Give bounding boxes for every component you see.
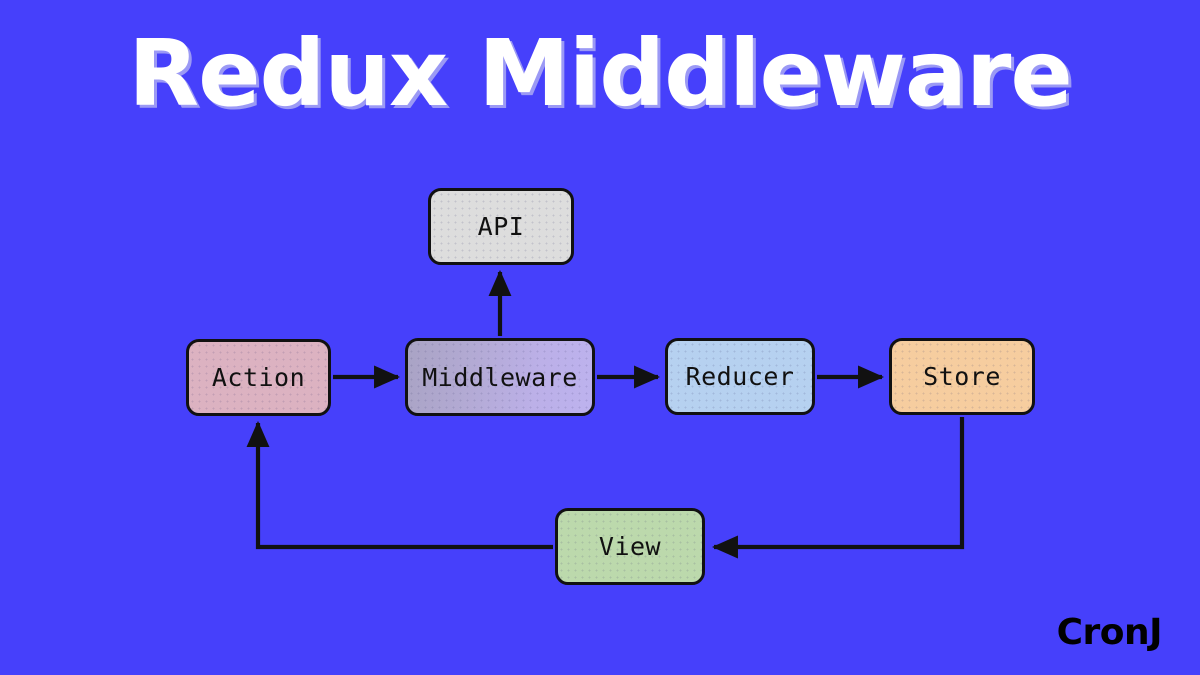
node-action[interactable]: Action <box>186 339 331 416</box>
node-api[interactable]: API <box>428 188 574 265</box>
node-middleware[interactable]: Middleware <box>405 338 595 416</box>
node-api-label: API <box>477 212 525 241</box>
node-view-label: View <box>598 532 662 561</box>
node-reducer-label: Reducer <box>685 362 795 391</box>
brand-logo: CronJ <box>1056 612 1163 653</box>
node-view[interactable]: View <box>555 508 705 585</box>
node-action-label: Action <box>211 363 306 392</box>
edge-view-to-action <box>246 420 553 550</box>
node-middleware-label: Middleware <box>422 362 578 392</box>
node-reducer[interactable]: Reducer <box>665 338 815 415</box>
edge-store-to-view <box>711 417 965 559</box>
node-store-label: Store <box>923 362 1001 391</box>
page-title: Redux Middleware <box>128 20 1073 127</box>
node-store[interactable]: Store <box>889 338 1035 415</box>
